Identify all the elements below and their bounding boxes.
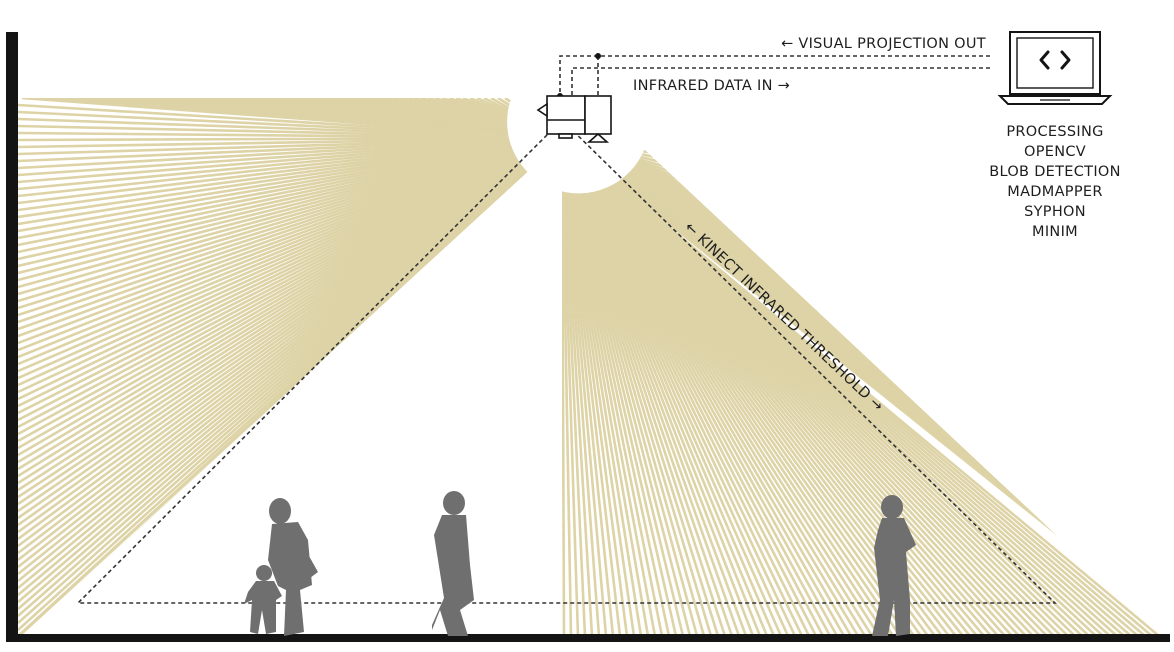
- beam-stripe: [485, 137, 562, 637]
- beam-stripe: [520, 137, 562, 637]
- beam-stripe: [534, 137, 562, 637]
- beam-stripe: [562, 140, 564, 636]
- beam-stripe: [562, 140, 564, 636]
- beam-stripe: [562, 140, 563, 636]
- beam-stripe: [527, 137, 562, 637]
- person-silhouette-icon: [872, 495, 916, 636]
- data-cables: [559, 55, 990, 96]
- wall: [6, 32, 18, 640]
- beam-stripe: [562, 140, 564, 636]
- laptop-icon: [997, 31, 1113, 105]
- cable-node: [595, 53, 601, 59]
- beam-stripe: [513, 137, 562, 637]
- beam-stripe: [499, 137, 562, 637]
- beam-stripe: [562, 140, 564, 636]
- beam-stripe: [478, 137, 562, 637]
- person-silhouette-icon: [268, 498, 318, 636]
- software-list: PROCESSING OPENCV BLOB DETECTION MADMAPP…: [989, 124, 1121, 240]
- kinect-camera-icon: [536, 95, 586, 139]
- code-brackets-icon: [1039, 50, 1071, 70]
- person-silhouette-icon: [432, 491, 474, 636]
- software-item: OPENCV: [1024, 144, 1086, 160]
- beam-stripe: [562, 140, 564, 636]
- beam-stripe: [548, 137, 562, 637]
- infrared-data-in-label: INFRARED DATA IN →: [633, 78, 790, 94]
- beam-stripe: [492, 137, 562, 637]
- software-item: MADMAPPER: [1007, 184, 1102, 200]
- beam-stripe: [562, 140, 564, 636]
- floor: [6, 634, 1170, 642]
- software-item: BLOB DETECTION: [989, 164, 1121, 180]
- beam-stripe: [562, 140, 564, 636]
- beam-stripe: [562, 140, 564, 636]
- software-item: MINIM: [1032, 224, 1078, 240]
- beam-stripe: [541, 137, 562, 637]
- beam-stripe: [562, 140, 564, 636]
- software-item: PROCESSING: [1006, 124, 1103, 140]
- beam-stripe: [555, 137, 562, 637]
- beam-stripe: [506, 137, 562, 637]
- beam-stripe: [562, 140, 564, 636]
- beam-stripe: [562, 140, 1160, 636]
- beam-stripe: [562, 140, 564, 636]
- kinect-threshold-zone: [76, 118, 1057, 604]
- person-silhouette-icon: [244, 565, 282, 634]
- beam-stripe: [73, 137, 562, 637]
- beam-stripe: [471, 137, 562, 637]
- beam-stripe: [562, 140, 564, 636]
- software-item: SYPHON: [1024, 204, 1086, 220]
- visual-projection-out-label: ← VISUAL PROJECTION OUT: [781, 36, 986, 52]
- beam-stripe: [562, 140, 564, 636]
- projector-icon: [584, 95, 612, 143]
